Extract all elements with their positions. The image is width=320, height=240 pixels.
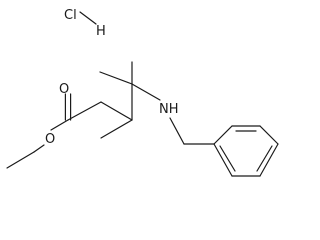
bond-nh-ch2: [169, 117, 185, 145]
bond-methyl-left: [99, 71, 133, 85]
hydrochloride: Cl H: [64, 8, 106, 39]
atom-nitrogen-amine: NH: [159, 102, 179, 117]
bond-o-ethyl-ch2: [33, 144, 45, 153]
bond-carbonyl-ch2: [67, 101, 102, 121]
ester-backbone: O O: [6, 82, 133, 169]
atom-hydrogen: H: [96, 24, 106, 39]
ring-inner-bond-b: [256, 145, 273, 172]
bond-ethyl-ch2-ch3: [6, 151, 35, 169]
atom-oxygen-ester: O: [45, 132, 55, 147]
ring-bond-4: [259, 143, 279, 177]
ring-bond-6: [213, 143, 233, 177]
ring-bond-1: [213, 125, 233, 145]
bond-quaternary-methyl-right: [100, 119, 133, 139]
bond-cl-h: [79, 11, 97, 25]
benzene-ring: [213, 125, 279, 177]
bond-ch2-quaternary: [100, 101, 133, 121]
bond-quaternary-nh: [131, 83, 161, 101]
quaternary-carbon-substituents: [99, 61, 161, 101]
benzylamine: NH: [159, 102, 215, 145]
bond-carbonyl-o-ester: [50, 119, 69, 131]
atom-chlorine: Cl: [64, 8, 77, 23]
atom-oxygen-carbonyl: O: [59, 82, 69, 97]
ring-bond-3: [259, 125, 279, 145]
chemical-structure: Cl H O O NH: [6, 8, 279, 177]
ring-inner-bond-c: [219, 145, 236, 172]
